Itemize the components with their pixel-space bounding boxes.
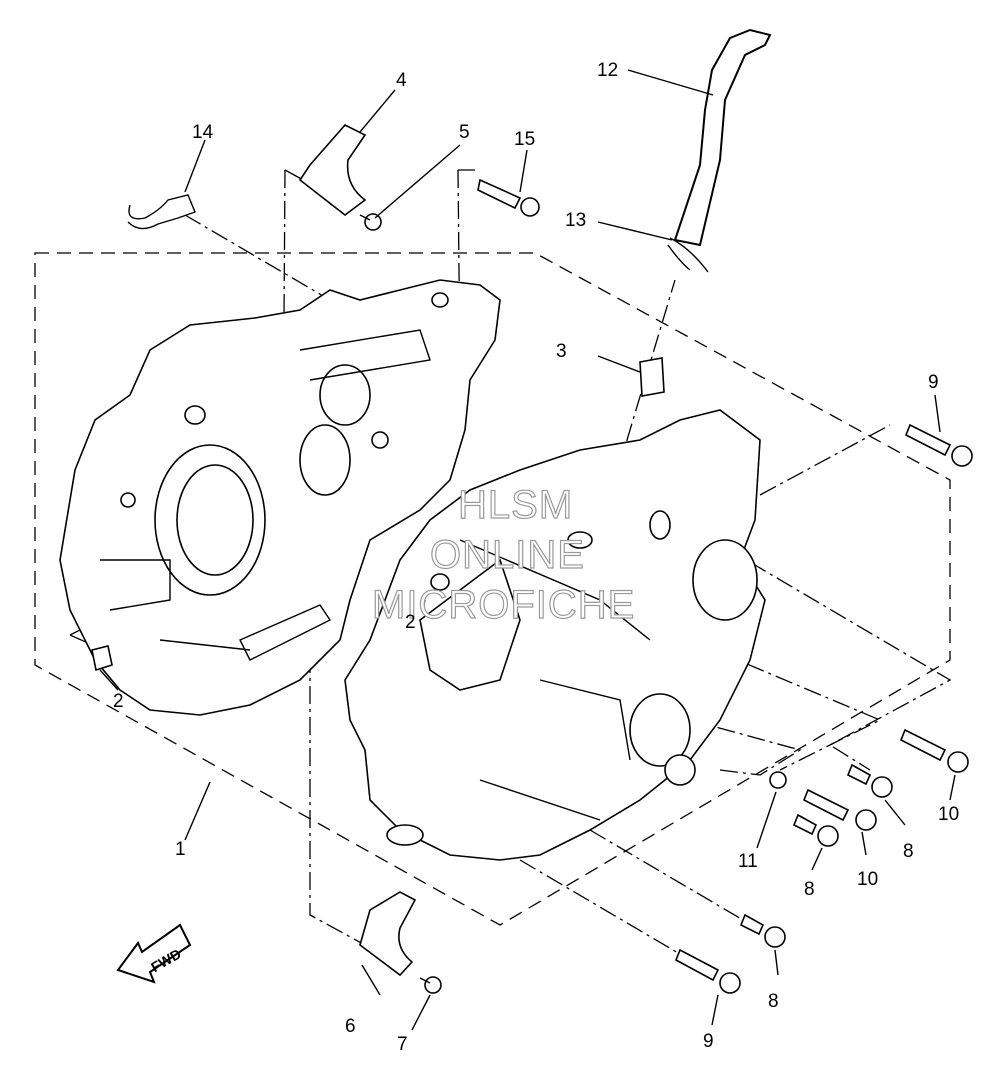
wire-clip	[127, 194, 196, 230]
callout-3: 3	[556, 341, 567, 362]
callout-9-upper: 9	[928, 372, 939, 393]
bolt-9-upper	[904, 423, 973, 467]
bolt-15	[477, 178, 540, 217]
right-crankcase	[344, 409, 766, 861]
callout-10-lower: 10	[857, 869, 878, 890]
watermark-line2: ONLINE	[430, 533, 585, 577]
bolt-8-upper	[846, 763, 893, 798]
bolt-10-upper	[899, 728, 969, 773]
bolt-8-lower	[739, 913, 786, 948]
forward-direction-arrow: FWD	[116, 923, 192, 984]
assembly-boundary	[34, 252, 951, 926]
washer-11	[769, 771, 787, 789]
hose-clip	[667, 237, 709, 273]
callout-13: 13	[565, 210, 586, 231]
watermark: HLSM ONLINE MICROFICHE	[371, 482, 635, 627]
callout-11: 11	[738, 851, 758, 872]
callout-8-lower: 8	[768, 991, 779, 1012]
left-crankcase	[59, 279, 501, 716]
callout-10-upper: 10	[938, 804, 959, 825]
callout-2-left: 2	[113, 691, 124, 712]
callout-5: 5	[459, 122, 470, 143]
watermark-line3: MICROFICHE	[372, 583, 635, 627]
callout-7: 7	[397, 1034, 408, 1055]
callout-4: 4	[396, 70, 407, 91]
bolt-8-mid	[792, 813, 839, 847]
callout-8-mid: 8	[804, 879, 815, 900]
plate-upper	[298, 124, 367, 217]
callout-14: 14	[192, 122, 214, 143]
screw-7	[419, 976, 442, 994]
callout-6: 6	[345, 1016, 356, 1037]
bolt-10-lower	[802, 788, 877, 831]
plate-lower	[359, 891, 417, 977]
dowel-2-left	[91, 645, 113, 672]
callout-2-center: 2	[405, 612, 416, 633]
callout-numbers: 1 2 2 3 4 5 6 7 8 8 8 9 9 10 10 11 12 13…	[113, 60, 959, 1055]
watermark-line1: HLSM	[458, 483, 573, 527]
callout-1: 1	[175, 839, 186, 860]
callout-9-lower: 9	[703, 1031, 714, 1052]
bolt-9-lower	[674, 948, 741, 994]
screw-5	[359, 213, 382, 231]
callout-8-upper: 8	[903, 841, 914, 862]
callout-15: 15	[514, 129, 535, 150]
breather-fitting	[639, 357, 665, 397]
breather-hose	[673, 28, 772, 247]
callout-12: 12	[597, 60, 618, 81]
leader-lines	[99, 69, 956, 1031]
